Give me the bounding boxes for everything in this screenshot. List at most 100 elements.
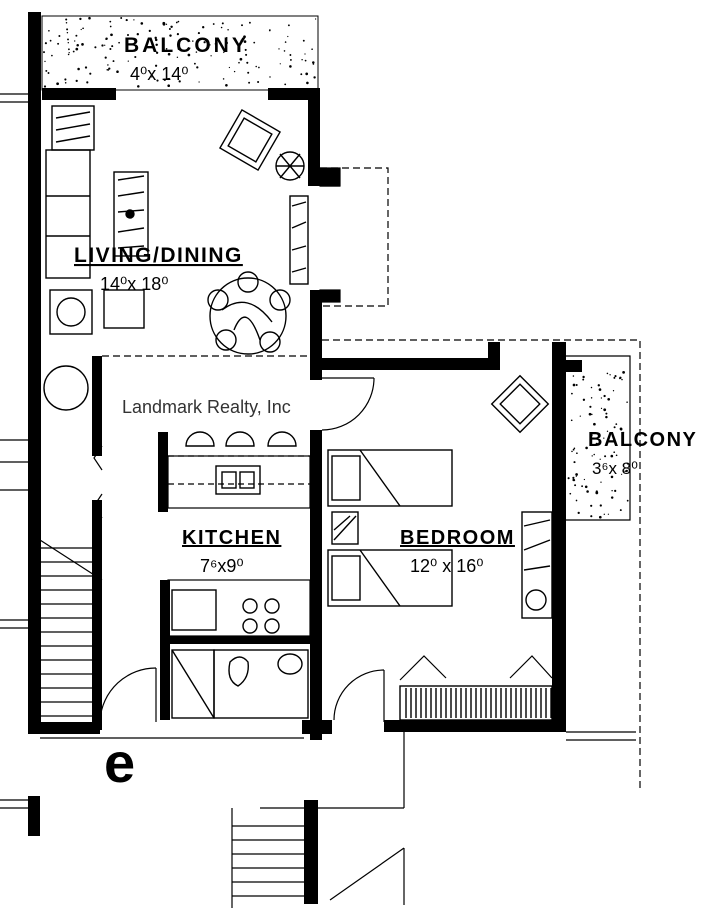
stipple-dot (575, 473, 578, 476)
stipple-dot (607, 397, 611, 401)
stipple-dot (305, 72, 309, 76)
stipple-dot (120, 17, 123, 19)
stipple-dot (600, 407, 603, 410)
stipple-dot (577, 511, 580, 515)
stipple-dot (583, 478, 586, 481)
stipple-dot (599, 458, 601, 460)
stipple-dot (572, 476, 575, 479)
stipple-dot (312, 63, 315, 65)
stipple-dot (279, 63, 281, 65)
stipple-dot (214, 43, 217, 45)
stipple-dot (613, 376, 616, 379)
stipple-dot (168, 28, 171, 30)
stipple-dot (82, 27, 84, 30)
furniture (43, 105, 553, 721)
balcony-top-size: 4⁰x 14⁰ (130, 64, 188, 84)
stipple-dot (228, 66, 231, 69)
stipple-dot (72, 50, 75, 53)
stipple-dot (75, 34, 78, 37)
stipple-dot (611, 469, 613, 471)
stipple-dot (245, 53, 248, 56)
stipple-dot (109, 25, 112, 28)
stipple-dot (575, 384, 578, 386)
stipple-dot (108, 67, 111, 70)
balcony-right-label: BALCONY (588, 429, 697, 451)
stipple-dot (258, 66, 260, 69)
stipple-dot (590, 386, 593, 389)
stipple-dot (241, 24, 243, 27)
stipple-dot (598, 515, 602, 519)
stipple-dot (585, 446, 588, 450)
stipple-dot (106, 68, 109, 71)
stipple-dot (626, 499, 629, 502)
stipple-dot (165, 23, 168, 25)
stipple-dot (246, 61, 249, 64)
stipple-dot (47, 72, 50, 74)
stipple-dot (622, 431, 625, 434)
stipple-dot (154, 64, 158, 67)
stipple-dot (209, 44, 211, 46)
stipple-dot (603, 408, 607, 412)
stipple-dot (606, 372, 609, 375)
stipple-dot (255, 65, 257, 68)
stipple-dot (44, 42, 47, 45)
stipple-dot (593, 422, 596, 426)
stipple-dot (595, 442, 599, 446)
stipple-dot (593, 453, 595, 456)
stipple-dot (610, 454, 614, 458)
stipple-dot (603, 513, 605, 515)
stipple-dot (619, 509, 622, 512)
stipple-dot (619, 376, 622, 379)
stipple-dot (621, 378, 623, 381)
stipple-dot (88, 16, 91, 20)
stipple-dot (110, 33, 113, 37)
stipple-dot (210, 55, 212, 57)
stipple-dot (227, 29, 229, 31)
stipple-dot (582, 375, 585, 379)
stipple-dot (575, 499, 578, 502)
stipple-dot (206, 44, 210, 48)
bedroom-label: BEDROOM (400, 527, 515, 549)
stipple-dot (155, 43, 158, 47)
stipple-dot (582, 378, 585, 381)
stipple-dot (178, 80, 181, 83)
balcony-top-label: BALCONY (124, 34, 249, 57)
stipple-dot (312, 61, 315, 64)
stipple-dot (575, 475, 577, 477)
stipple-dot (74, 40, 76, 42)
stipple-dot (302, 39, 305, 42)
stipple-dot (300, 73, 303, 76)
stipple-dot (573, 461, 576, 464)
stipple-dot (76, 44, 79, 47)
stipple-dot (43, 51, 45, 54)
stipple-dot (175, 21, 178, 24)
stipple-dot (610, 475, 614, 479)
stipple-dot (176, 33, 179, 36)
stipple-dot (57, 42, 60, 45)
stipple-dot (125, 19, 128, 22)
stipple-dot (607, 513, 610, 515)
balcony-right-area (567, 371, 629, 519)
stipple-dot (193, 62, 196, 65)
stipple-dot (289, 54, 292, 56)
stipple-dot (77, 67, 80, 71)
stipple-dot (567, 477, 570, 480)
stipple-dot (304, 53, 306, 55)
stipple-dot (167, 52, 171, 56)
stipple-dot (81, 43, 84, 46)
stipple-dot (176, 56, 179, 58)
stipple-dot (604, 455, 607, 458)
stipple-dot (48, 29, 50, 32)
stipple-dot (244, 48, 247, 51)
stipple-dot (186, 39, 189, 41)
stipple-dot (615, 423, 618, 425)
stipple-dot (574, 484, 577, 487)
stipple-dot (572, 375, 575, 377)
stipple-dot (225, 84, 228, 87)
living-dining-size: 14⁰x 18⁰ (100, 274, 168, 294)
stipple-dot (65, 22, 68, 24)
stipple-dot (581, 485, 583, 488)
stipple-dot (44, 60, 46, 63)
stipple-dot (198, 81, 200, 83)
